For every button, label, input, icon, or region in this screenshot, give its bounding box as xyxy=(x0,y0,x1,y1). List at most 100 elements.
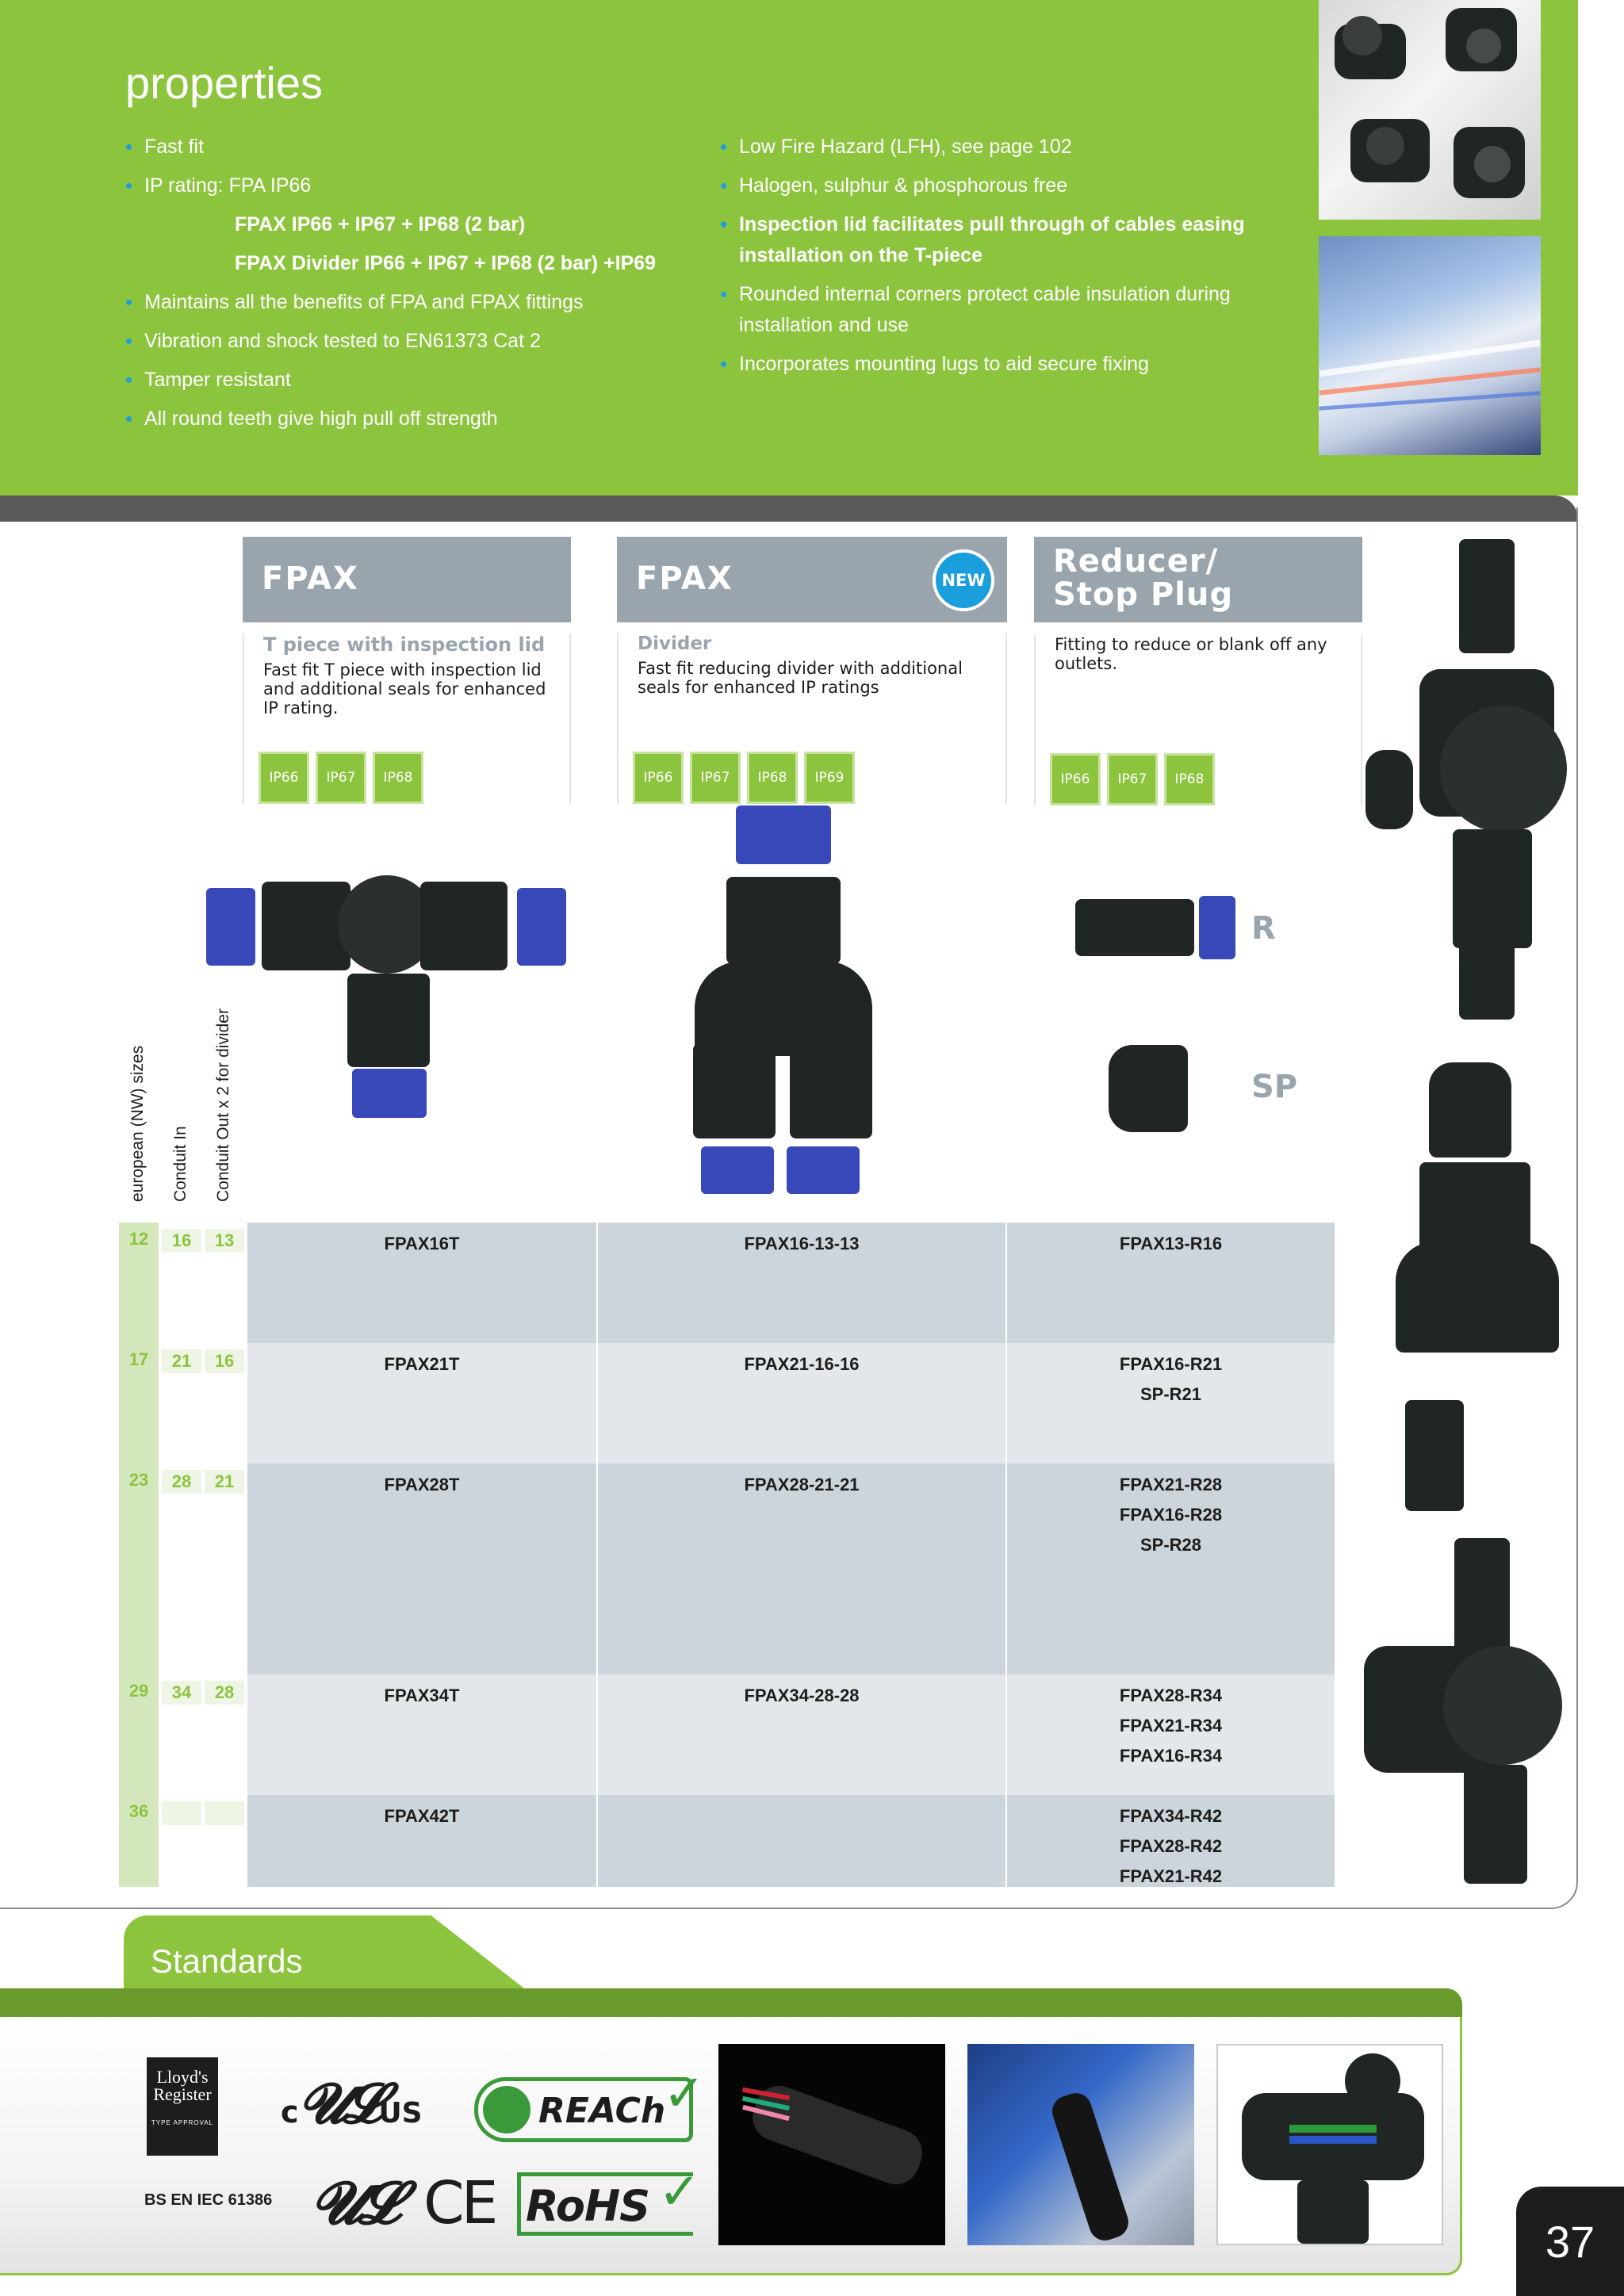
side-product-images xyxy=(1277,536,1570,1884)
reducer-cell: FPAX13-R16 xyxy=(1007,1223,1335,1343)
t-piece-cell: FPAX16T xyxy=(247,1223,598,1343)
properties-section: properties Fast fit IP rating: FPA IP66 … xyxy=(0,0,1578,496)
t-piece-cell: FPAX34T xyxy=(247,1674,598,1795)
bs-en-standard: BS EN IEC 61386 xyxy=(144,2191,273,2209)
check-icon: ✓ xyxy=(658,2163,701,2221)
nw-size-cell: 23 xyxy=(119,1464,159,1674)
flask-icon xyxy=(483,2086,530,2133)
properties-title: properties xyxy=(125,58,324,108)
ip-badges: IP66 IP67 IP68 xyxy=(259,752,423,804)
table-row: 12 16 13 FPAX16T FPAX16-13-13 FPAX13-R16 xyxy=(119,1223,1339,1343)
standards-title: Standards xyxy=(151,1942,303,1980)
section-divider xyxy=(0,496,1578,522)
motor-conduit-photo xyxy=(967,2044,1194,2245)
reducer-image xyxy=(1075,896,1242,959)
cul-us-logo: c𝓤𝓛US xyxy=(281,2071,423,2136)
product-description: Fast fit T piece with inspection lid and… xyxy=(263,660,546,718)
conduit-out-cell: 28 xyxy=(205,1674,244,1795)
new-badge: NEW xyxy=(933,549,994,611)
ip-badge: IP68 xyxy=(373,752,423,804)
reducer-cell: FPAX21-R28 FPAX16-R28 SP-R28 xyxy=(1007,1464,1335,1674)
property-item: Rounded internal corners protect cable i… xyxy=(720,279,1275,341)
property-item: Incorporates mounting lugs to aid secure… xyxy=(720,349,1275,380)
ip-badge: IP66 xyxy=(259,752,309,804)
standards-bar xyxy=(0,1988,1462,2017)
product-band: FPAX xyxy=(243,537,571,622)
nw-size-cell: 36 xyxy=(119,1795,159,1887)
t-piece-cell: FPAX21T xyxy=(247,1343,598,1464)
divider-cell: FPAX34-28-28 xyxy=(598,1674,1007,1795)
reducer-cell: FPAX16-R21 SP-R21 xyxy=(1007,1343,1335,1464)
product-band: FPAX NEW xyxy=(617,537,1007,622)
product-card-divider: FPAX NEW Divider Fast fit reducing divid… xyxy=(617,537,1007,804)
ip-badge: IP68 xyxy=(1164,753,1215,806)
reducer-letter: R xyxy=(1251,910,1276,947)
t-piece-cables-photo xyxy=(1216,2044,1443,2245)
t-piece-cell: FPAX28T xyxy=(247,1464,598,1674)
property-item: IP rating: FPA IP66 xyxy=(125,170,720,201)
label-european-sizes: european (NW) sizes xyxy=(128,1045,147,1202)
product-description: Fast fit reducing divider with additiona… xyxy=(638,659,963,697)
divider-cell: FPAX16-13-13 xyxy=(598,1223,1007,1343)
conduit-in-cell: 16 xyxy=(162,1223,201,1343)
reach-logo: REACh xyxy=(474,2077,693,2142)
ip-badges: IP66 IP67 IP68 xyxy=(1050,753,1215,806)
conduit-in-cell: 28 xyxy=(162,1464,201,1674)
property-item: Vibration and shock tested to EN61373 Ca… xyxy=(125,326,720,357)
cable-gland-photo xyxy=(718,2044,945,2245)
table-row: 23 28 21 FPAX28T FPAX28-21-21 FPAX21-R28… xyxy=(119,1464,1339,1674)
label-conduit-out: Conduit Out x 2 for divider xyxy=(214,1008,232,1202)
divider-cell xyxy=(598,1795,1007,1887)
product-card-reducer: Reducer/ Stop Plug Fitting to reduce or … xyxy=(1034,537,1362,806)
conduit-in-cell: 21 xyxy=(162,1343,201,1464)
product-band: Reducer/ Stop Plug xyxy=(1034,537,1362,622)
ip-badge: IP66 xyxy=(1050,753,1101,806)
property-item: FPAX Divider IP66 + IP67 + IP68 (2 bar) … xyxy=(235,252,657,274)
label-conduit-in: Conduit In xyxy=(171,1126,190,1202)
property-item: Low Fire Hazard (LFH), see page 102 xyxy=(720,132,1275,163)
property-item: Fast fit xyxy=(125,132,720,163)
check-icon: ✓ xyxy=(663,2064,706,2123)
nw-size-cell: 29 xyxy=(119,1674,159,1795)
ip-badge: IP67 xyxy=(1107,753,1158,806)
property-item: Inspection lid facilitates pull through … xyxy=(720,209,1275,271)
rohs-logo: RoHS xyxy=(517,2172,693,2236)
properties-list-left: Fast fit IP rating: FPA IP66 FPAX IP66 +… xyxy=(125,132,720,442)
ip-badges: IP66 IP67 IP68 IP69 xyxy=(633,752,855,804)
property-item: Maintains all the benefits of FPA and FP… xyxy=(125,287,720,318)
property-item: Tamper resistant xyxy=(125,365,720,396)
t-piece-image xyxy=(206,871,571,1124)
property-item: Halogen, sulphur & phosphorous free xyxy=(720,170,1275,201)
conduit-out-cell: 21 xyxy=(205,1464,244,1674)
conduit-out-cell: 13 xyxy=(205,1223,244,1343)
t-piece-cell: FPAX42T xyxy=(247,1795,598,1887)
content-frame xyxy=(0,507,1578,1909)
ul-logo: 𝓤𝓛 xyxy=(311,2169,400,2237)
product-subtitle: Divider xyxy=(638,633,712,654)
divider-cell: FPAX28-21-21 xyxy=(598,1464,1007,1674)
product-name: FPAX xyxy=(262,561,359,597)
ip-badge: IP67 xyxy=(690,752,741,804)
ip-badge: IP66 xyxy=(633,752,684,804)
product-subtitle: T piece with inspection lid xyxy=(263,633,546,656)
reducer-cell: FPAX28-R34 FPAX21-R34 FPAX16-R34 xyxy=(1007,1674,1335,1795)
table-row: 17 21 16 FPAX21T FPAX21-16-16 FPAX16-R21… xyxy=(119,1343,1339,1464)
station-photo xyxy=(1319,236,1541,455)
nw-size-cell: 17 xyxy=(119,1343,159,1464)
product-name: Reducer/ Stop Plug xyxy=(1053,543,1234,613)
fittings-photo xyxy=(1319,0,1541,220)
product-description: Fitting to reduce or blank off any outle… xyxy=(1055,635,1327,673)
ip-badge: IP68 xyxy=(747,752,798,804)
ip-badge: IP69 xyxy=(804,752,855,804)
divider-image xyxy=(688,806,887,1194)
stop-plug-image xyxy=(1109,1045,1188,1132)
reducer-cell: FPAX34-R42 FPAX28-R42 FPAX21-R42 xyxy=(1007,1795,1335,1887)
conduit-in-cell: 34 xyxy=(162,1674,201,1795)
conduit-in-cell xyxy=(162,1795,201,1887)
conduit-out-cell xyxy=(205,1795,244,1887)
properties-list-right: Low Fire Hazard (LFH), see page 102 Halo… xyxy=(720,132,1275,388)
stop-plug-letter: SP xyxy=(1251,1069,1298,1105)
property-item: All round teeth give high pull off stren… xyxy=(125,404,720,434)
conduit-out-cell: 16 xyxy=(205,1343,244,1464)
lloyds-register-logo: Lloyd's Register TYPE APPROVAL xyxy=(147,2057,218,2156)
